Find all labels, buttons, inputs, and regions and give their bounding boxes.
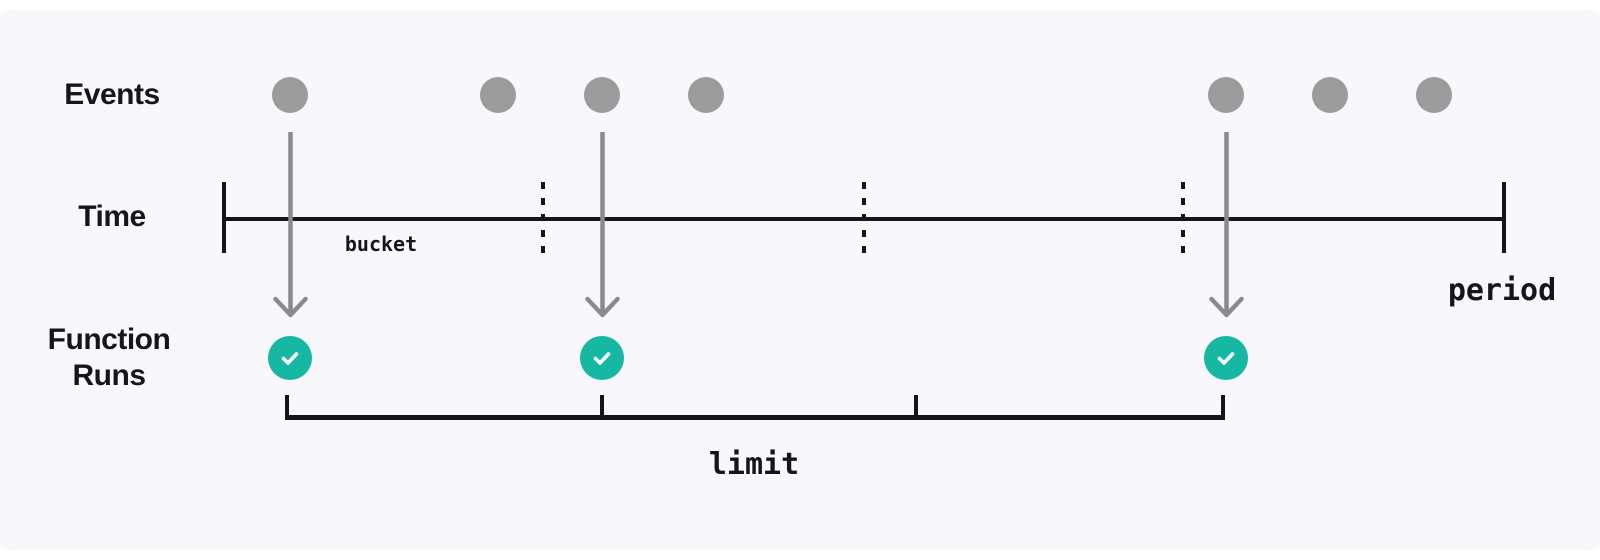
event-to-run-arrow <box>272 132 308 318</box>
function-run-check <box>268 336 312 380</box>
time-row-label: Time <box>78 200 146 233</box>
event-dot <box>1416 77 1452 113</box>
period-label: period <box>1447 273 1557 308</box>
events-row-label: Events <box>64 78 160 111</box>
limit-bracket-tick <box>284 395 290 420</box>
event-dot <box>1312 77 1348 113</box>
event-dot <box>1208 77 1244 113</box>
bucket-label: bucket <box>344 232 418 256</box>
limit-bracket-bar <box>284 415 1226 420</box>
event-to-run-arrow <box>1208 132 1244 318</box>
check-icon <box>593 352 611 365</box>
event-dot <box>584 77 620 113</box>
event-dot <box>688 77 724 113</box>
bucket-separator <box>540 182 546 253</box>
bucket-separator <box>861 182 867 253</box>
function-runs-line1: Function <box>47 323 171 356</box>
limit-label: limit <box>708 447 800 482</box>
function-run-check <box>1204 336 1248 380</box>
function-runs-row-label: Function Runs <box>14 322 204 394</box>
timeline-end-cap <box>1501 182 1507 253</box>
limit-bracket-tick <box>913 395 919 420</box>
event-dot <box>480 77 516 113</box>
function-run-check <box>580 336 624 380</box>
timeline-start-cap <box>221 182 227 253</box>
event-to-run-arrow <box>584 132 620 318</box>
function-runs-line2: Runs <box>72 359 147 392</box>
check-icon <box>281 352 299 365</box>
bucket-separator <box>1180 182 1186 253</box>
limit-bracket-tick <box>1220 395 1226 420</box>
event-dot <box>272 77 308 113</box>
limit-bracket-tick <box>599 395 605 420</box>
check-icon <box>1217 352 1235 365</box>
